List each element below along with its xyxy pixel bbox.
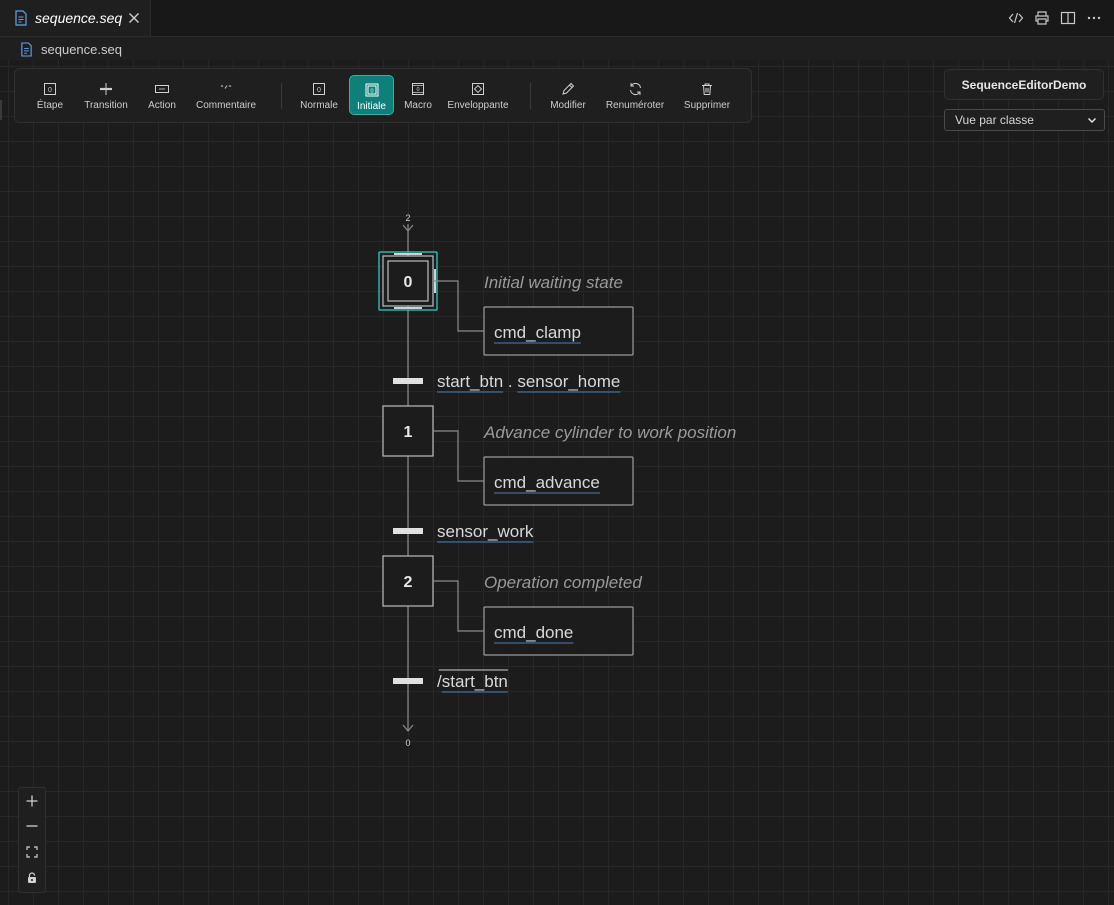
toolbar-label: Renuméroter (605, 100, 665, 111)
step-box[interactable] (382, 255, 434, 307)
breadcrumb[interactable]: sequence.seq (20, 39, 122, 59)
toolbar-label: Normale (300, 100, 338, 111)
toolbar-label: Étape (36, 100, 64, 111)
toolbar-button-renumeroter[interactable]: Renuméroter (601, 75, 669, 115)
transition-variable[interactable]: sensor_work (437, 522, 534, 541)
zoom-out-icon[interactable] (19, 813, 45, 839)
action-icon (154, 81, 170, 97)
close-icon[interactable] (126, 10, 142, 26)
toolbar-label: Enveloppante (447, 100, 509, 111)
transition-variable[interactable]: sensor_home (517, 372, 620, 391)
editor-toolbar: 0 Étape Transition Action Commentaire 0 … (14, 68, 752, 123)
transition-bar[interactable] (393, 678, 423, 684)
initial-step-inner (387, 260, 429, 302)
zoom-in-icon[interactable] (19, 788, 45, 814)
toolbar-button-macro[interactable]: 0 Macro (398, 75, 438, 115)
normal-step-icon: 0 (312, 81, 326, 97)
trash-icon (700, 81, 714, 97)
step-icon: 0 (43, 81, 57, 97)
svg-text:0: 0 (48, 87, 52, 94)
step-comment: Initial waiting state (484, 273, 623, 292)
print-icon[interactable] (1034, 10, 1050, 26)
toolbar-label: Modifier (550, 100, 586, 111)
split-editor-icon[interactable] (1060, 10, 1076, 26)
step-number: 0 (404, 274, 413, 291)
transition-icon (99, 81, 113, 97)
editor-tab[interactable]: sequence.seq (0, 0, 151, 36)
transition-variable[interactable]: start_btn (442, 672, 508, 691)
view-select[interactable]: Vue par classe (944, 109, 1105, 131)
entry-link-label: 2 (405, 213, 410, 223)
toolbar-label: Commentaire (195, 100, 257, 111)
macro-step-icon: 0 (411, 81, 425, 97)
refresh-icon (628, 81, 643, 97)
breadcrumb-filename: sequence.seq (41, 41, 122, 57)
toolbar-button-modifier[interactable]: Modifier (545, 75, 591, 115)
tab-filename: sequence.seq (35, 10, 123, 26)
tab-actions (1008, 10, 1102, 26)
chevron-down-icon (1087, 117, 1097, 124)
action-label: cmd_advance (494, 473, 600, 492)
step-box[interactable] (382, 555, 434, 607)
transition-bar[interactable] (393, 378, 423, 384)
pencil-icon (561, 81, 575, 97)
comment-icon (219, 81, 233, 97)
step-number: 2 (404, 574, 413, 591)
svg-text:0: 0 (317, 87, 321, 94)
svg-text:0: 0 (416, 87, 419, 93)
toolbar-label: Action (148, 100, 176, 111)
transition-operator: . (503, 372, 517, 391)
svg-text:0: 0 (370, 89, 373, 95)
resize-handle (394, 253, 422, 255)
step-comment: Advance cylinder to work position (483, 423, 736, 442)
panel-edge (0, 100, 2, 120)
code-icon[interactable] (1008, 10, 1024, 26)
toolbar-button-normale[interactable]: 0 Normale (295, 75, 343, 115)
step-comment: Operation completed (484, 573, 642, 592)
enclosing-step-icon (471, 81, 485, 97)
toolbar-label: Transition (84, 100, 128, 111)
toolbar-button-supprimer[interactable]: Supprimer (679, 75, 735, 115)
toolbar-button-enveloppante[interactable]: Enveloppante (443, 75, 513, 115)
view-select-value: Vue par classe (955, 113, 1034, 127)
fit-view-icon[interactable] (19, 839, 45, 865)
action-connector (433, 430, 484, 482)
editor-tab-bar: sequence.seq (0, 0, 1114, 37)
toolbar-button-etape[interactable]: 0 Étape (29, 75, 71, 115)
toolbar-label: Macro (404, 100, 432, 111)
transition-bar[interactable] (393, 528, 423, 534)
lock-icon[interactable] (19, 865, 45, 891)
file-icon (21, 41, 32, 57)
toolbar-button-initiale[interactable]: 0 Initiale (349, 75, 394, 115)
resize-handle (394, 307, 422, 309)
toolbar-button-commentaire[interactable]: Commentaire (191, 75, 261, 115)
action-connector (433, 280, 484, 332)
project-title: SequenceEditorDemo (944, 69, 1104, 100)
action-label: cmd_done (494, 623, 573, 642)
toolbar-button-action[interactable]: Action (141, 75, 183, 115)
entry-arrow-icon (402, 224, 414, 232)
diagram-canvas[interactable] (0, 60, 1114, 905)
transition-operator: / (437, 672, 442, 691)
toolbar-label: Supprimer (683, 100, 731, 111)
initial-step-icon: 0 (365, 82, 379, 98)
toolbar-button-transition[interactable]: Transition (79, 75, 133, 115)
more-icon[interactable] (1086, 10, 1102, 26)
transition-variable[interactable]: start_btn (437, 372, 503, 391)
file-icon (15, 10, 27, 26)
toolbar-separator (281, 83, 282, 109)
toolbar-separator (530, 83, 531, 109)
zoom-controls (18, 787, 46, 893)
step-number: 1 (404, 424, 413, 441)
action-connector (433, 580, 484, 632)
toolbar-label: Initiale (357, 101, 386, 112)
exit-link-label: 0 (405, 738, 410, 748)
exit-arrow-icon (402, 724, 414, 732)
action-label: cmd_clamp (494, 323, 581, 342)
